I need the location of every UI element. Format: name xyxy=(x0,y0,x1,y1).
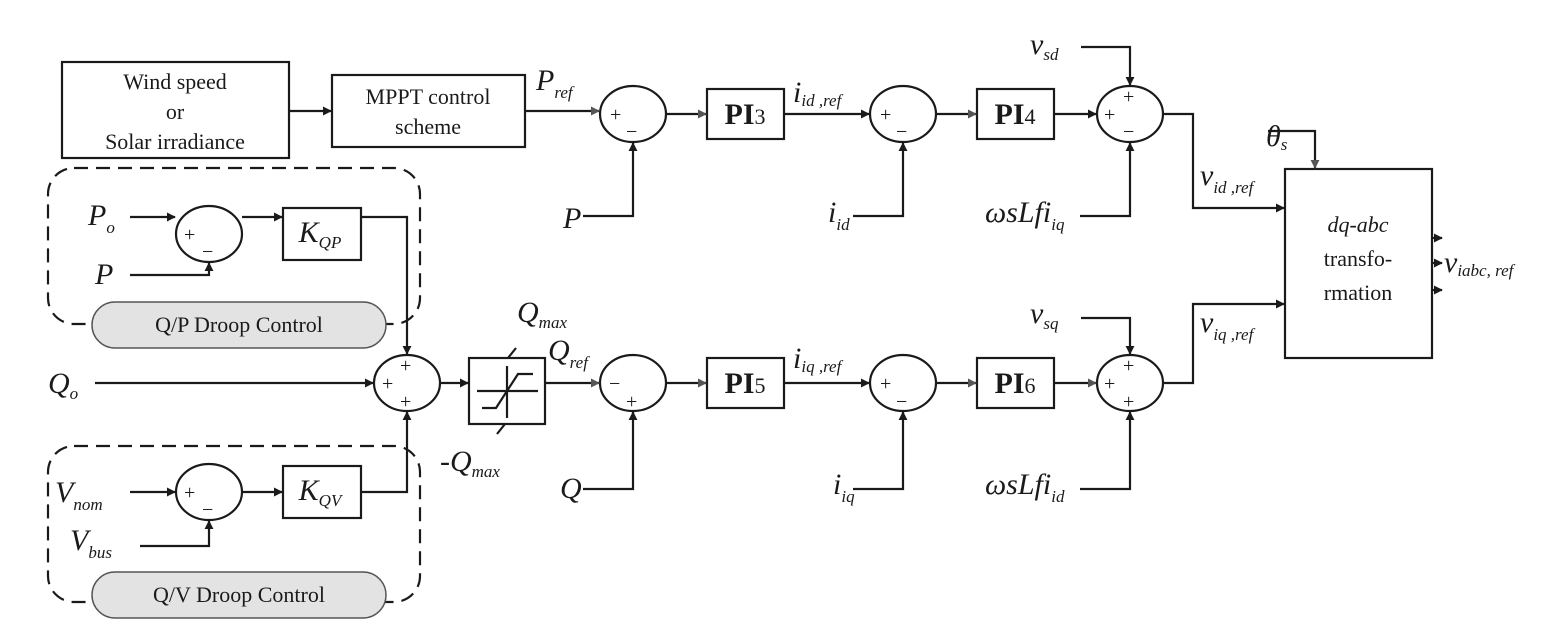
dq-abc-line-2: transfo- xyxy=(1324,246,1392,271)
sign-minus: − xyxy=(609,373,620,395)
qp-droop-label: Q/P Droop Control xyxy=(155,312,323,337)
pi6-label: PI6 xyxy=(995,367,1036,400)
label-i-id: iid xyxy=(828,196,850,234)
wire xyxy=(1081,45,1135,86)
mppt-line-1: MPPT control xyxy=(366,84,491,109)
dq-abc-line-3: rmation xyxy=(1324,280,1392,305)
wire xyxy=(361,215,412,355)
label-v-sq: vsq xyxy=(1030,297,1059,333)
label-p: P xyxy=(562,202,581,235)
label-v-iabc-ref: viabc, ref xyxy=(1444,246,1516,280)
sign-plus: + xyxy=(382,373,393,395)
wire xyxy=(140,520,214,548)
sign-plus: + xyxy=(1104,104,1115,126)
label-i-iq: iiq xyxy=(833,468,855,506)
wire xyxy=(1163,299,1285,385)
wire xyxy=(853,411,908,491)
label-neg-q-max: -Qmax xyxy=(440,445,500,481)
kqp-label: KQP xyxy=(298,216,342,252)
sign-minus: − xyxy=(202,499,213,521)
wire xyxy=(583,411,638,491)
sign-minus: − xyxy=(202,241,213,263)
input-source-line-3: Solar irradiance xyxy=(105,129,245,154)
label-omega-lf-iiq: ωsLfiiq xyxy=(985,196,1065,234)
wire xyxy=(1080,411,1135,491)
wire xyxy=(583,142,638,218)
label-q-ref: Qref xyxy=(548,334,590,372)
label-v-nom: Vnom xyxy=(55,476,103,514)
sign-plus: + xyxy=(880,104,891,126)
pi6-block xyxy=(975,356,1056,410)
label-i-id-ref: iid ,ref xyxy=(793,76,844,110)
label-q: Q xyxy=(560,472,582,505)
sign-plus: + xyxy=(1123,86,1134,108)
wire xyxy=(1268,129,1320,169)
wire xyxy=(1081,316,1135,355)
qp-droop-label-pill xyxy=(91,301,387,349)
sum-junction-qp xyxy=(174,204,244,264)
kqv-label: KQV xyxy=(298,474,344,510)
sign-plus: + xyxy=(1104,373,1115,395)
qv-droop-label-pill xyxy=(91,571,387,619)
pi5-label: PI5 xyxy=(725,367,766,400)
kqv-block xyxy=(281,464,363,520)
sign-plus: + xyxy=(184,482,195,504)
sign-minus: − xyxy=(1123,121,1134,143)
sign-plus: + xyxy=(880,373,891,395)
mppt-block xyxy=(330,73,527,149)
sign-plus: + xyxy=(1123,391,1134,413)
sign-plus: + xyxy=(400,391,411,413)
sign-plus: + xyxy=(400,355,411,377)
sign-minus: − xyxy=(896,391,907,413)
pi4-block xyxy=(975,87,1056,141)
label-theta-s: θs xyxy=(1266,120,1288,154)
label-q-o: Qo xyxy=(48,367,78,403)
input-source-block xyxy=(60,60,291,160)
wire xyxy=(1163,112,1285,213)
label-p-ref: Pref xyxy=(535,64,575,102)
sign-plus: + xyxy=(1123,355,1134,377)
label-v-iq-ref: viq ,ref xyxy=(1200,306,1256,344)
label-p-o: Po xyxy=(87,199,115,237)
pi4-label: PI4 xyxy=(995,98,1036,131)
label-v-bus: Vbus xyxy=(70,524,112,562)
label-q-max: Qmax xyxy=(517,296,567,332)
dq-abc-line-1: dq-abc xyxy=(1327,212,1388,237)
wire xyxy=(361,411,412,494)
label-p-2: P xyxy=(94,258,113,291)
wire xyxy=(130,262,214,277)
kqp-block xyxy=(281,206,363,262)
pi3-block xyxy=(705,87,786,141)
label-v-id-ref: vid ,ref xyxy=(1200,159,1256,197)
sign-minus: − xyxy=(626,121,637,143)
wire xyxy=(853,142,908,218)
label-i-iq-ref: iiq ,ref xyxy=(793,342,844,376)
sign-minus: − xyxy=(896,121,907,143)
dq-abc-block xyxy=(1283,167,1434,360)
sign-plus: + xyxy=(626,391,637,413)
sign-plus: + xyxy=(184,224,195,246)
pi3-label: PI3 xyxy=(725,98,766,131)
sign-plus: + xyxy=(610,104,621,126)
input-source-line-1: Wind speed xyxy=(123,69,227,94)
label-v-sd: vsd xyxy=(1030,28,1059,64)
label-omega-lf-iid: ωsLfiid xyxy=(985,468,1065,506)
wire xyxy=(1080,142,1135,218)
input-source-line-2: or xyxy=(166,99,185,124)
mppt-line-2: scheme xyxy=(395,114,461,139)
qv-droop-label: Q/V Droop Control xyxy=(153,582,325,607)
